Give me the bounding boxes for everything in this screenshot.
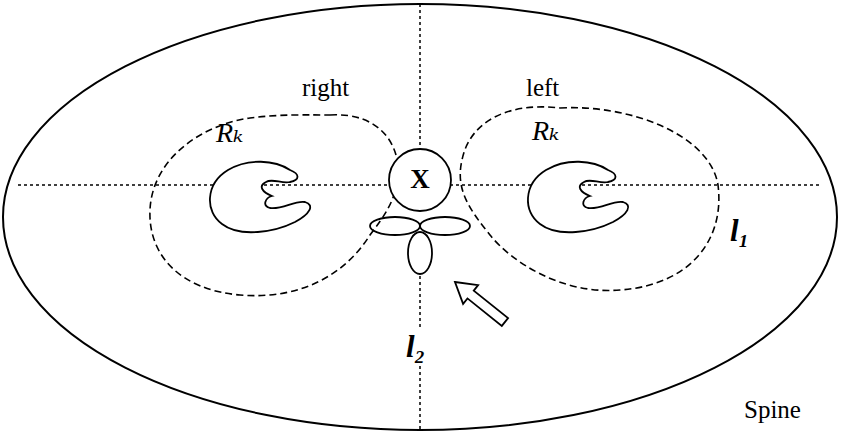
dashed-region bbox=[460, 107, 719, 291]
axis-label: l₁ bbox=[730, 214, 749, 248]
kidney-region-outline bbox=[144, 106, 406, 304]
vertical-axis bbox=[419, 4, 421, 148]
kidney-region-outline bbox=[452, 100, 726, 298]
vertebra-body: X bbox=[388, 148, 452, 212]
region-symbol: Rₖ bbox=[532, 116, 559, 147]
kidney-region: Rₖ bbox=[144, 106, 406, 304]
side-label: left bbox=[526, 74, 559, 102]
spine-arrow bbox=[447, 273, 512, 332]
vertebra-process bbox=[408, 232, 432, 274]
side-label: right bbox=[302, 74, 349, 102]
kidney-region: Rₖ bbox=[452, 100, 726, 298]
vertebra-letter: X bbox=[410, 165, 430, 195]
kidney-outline bbox=[528, 162, 628, 233]
vertebra-process bbox=[420, 217, 470, 235]
body-outline bbox=[3, 4, 837, 430]
arrow-label: Spine bbox=[744, 396, 801, 424]
circle-outline bbox=[389, 149, 451, 211]
axis-label: l₂ bbox=[404, 330, 427, 364]
dashed-region bbox=[150, 115, 398, 296]
kidney-outline bbox=[210, 162, 310, 233]
region-symbol: Rₖ bbox=[216, 118, 243, 149]
